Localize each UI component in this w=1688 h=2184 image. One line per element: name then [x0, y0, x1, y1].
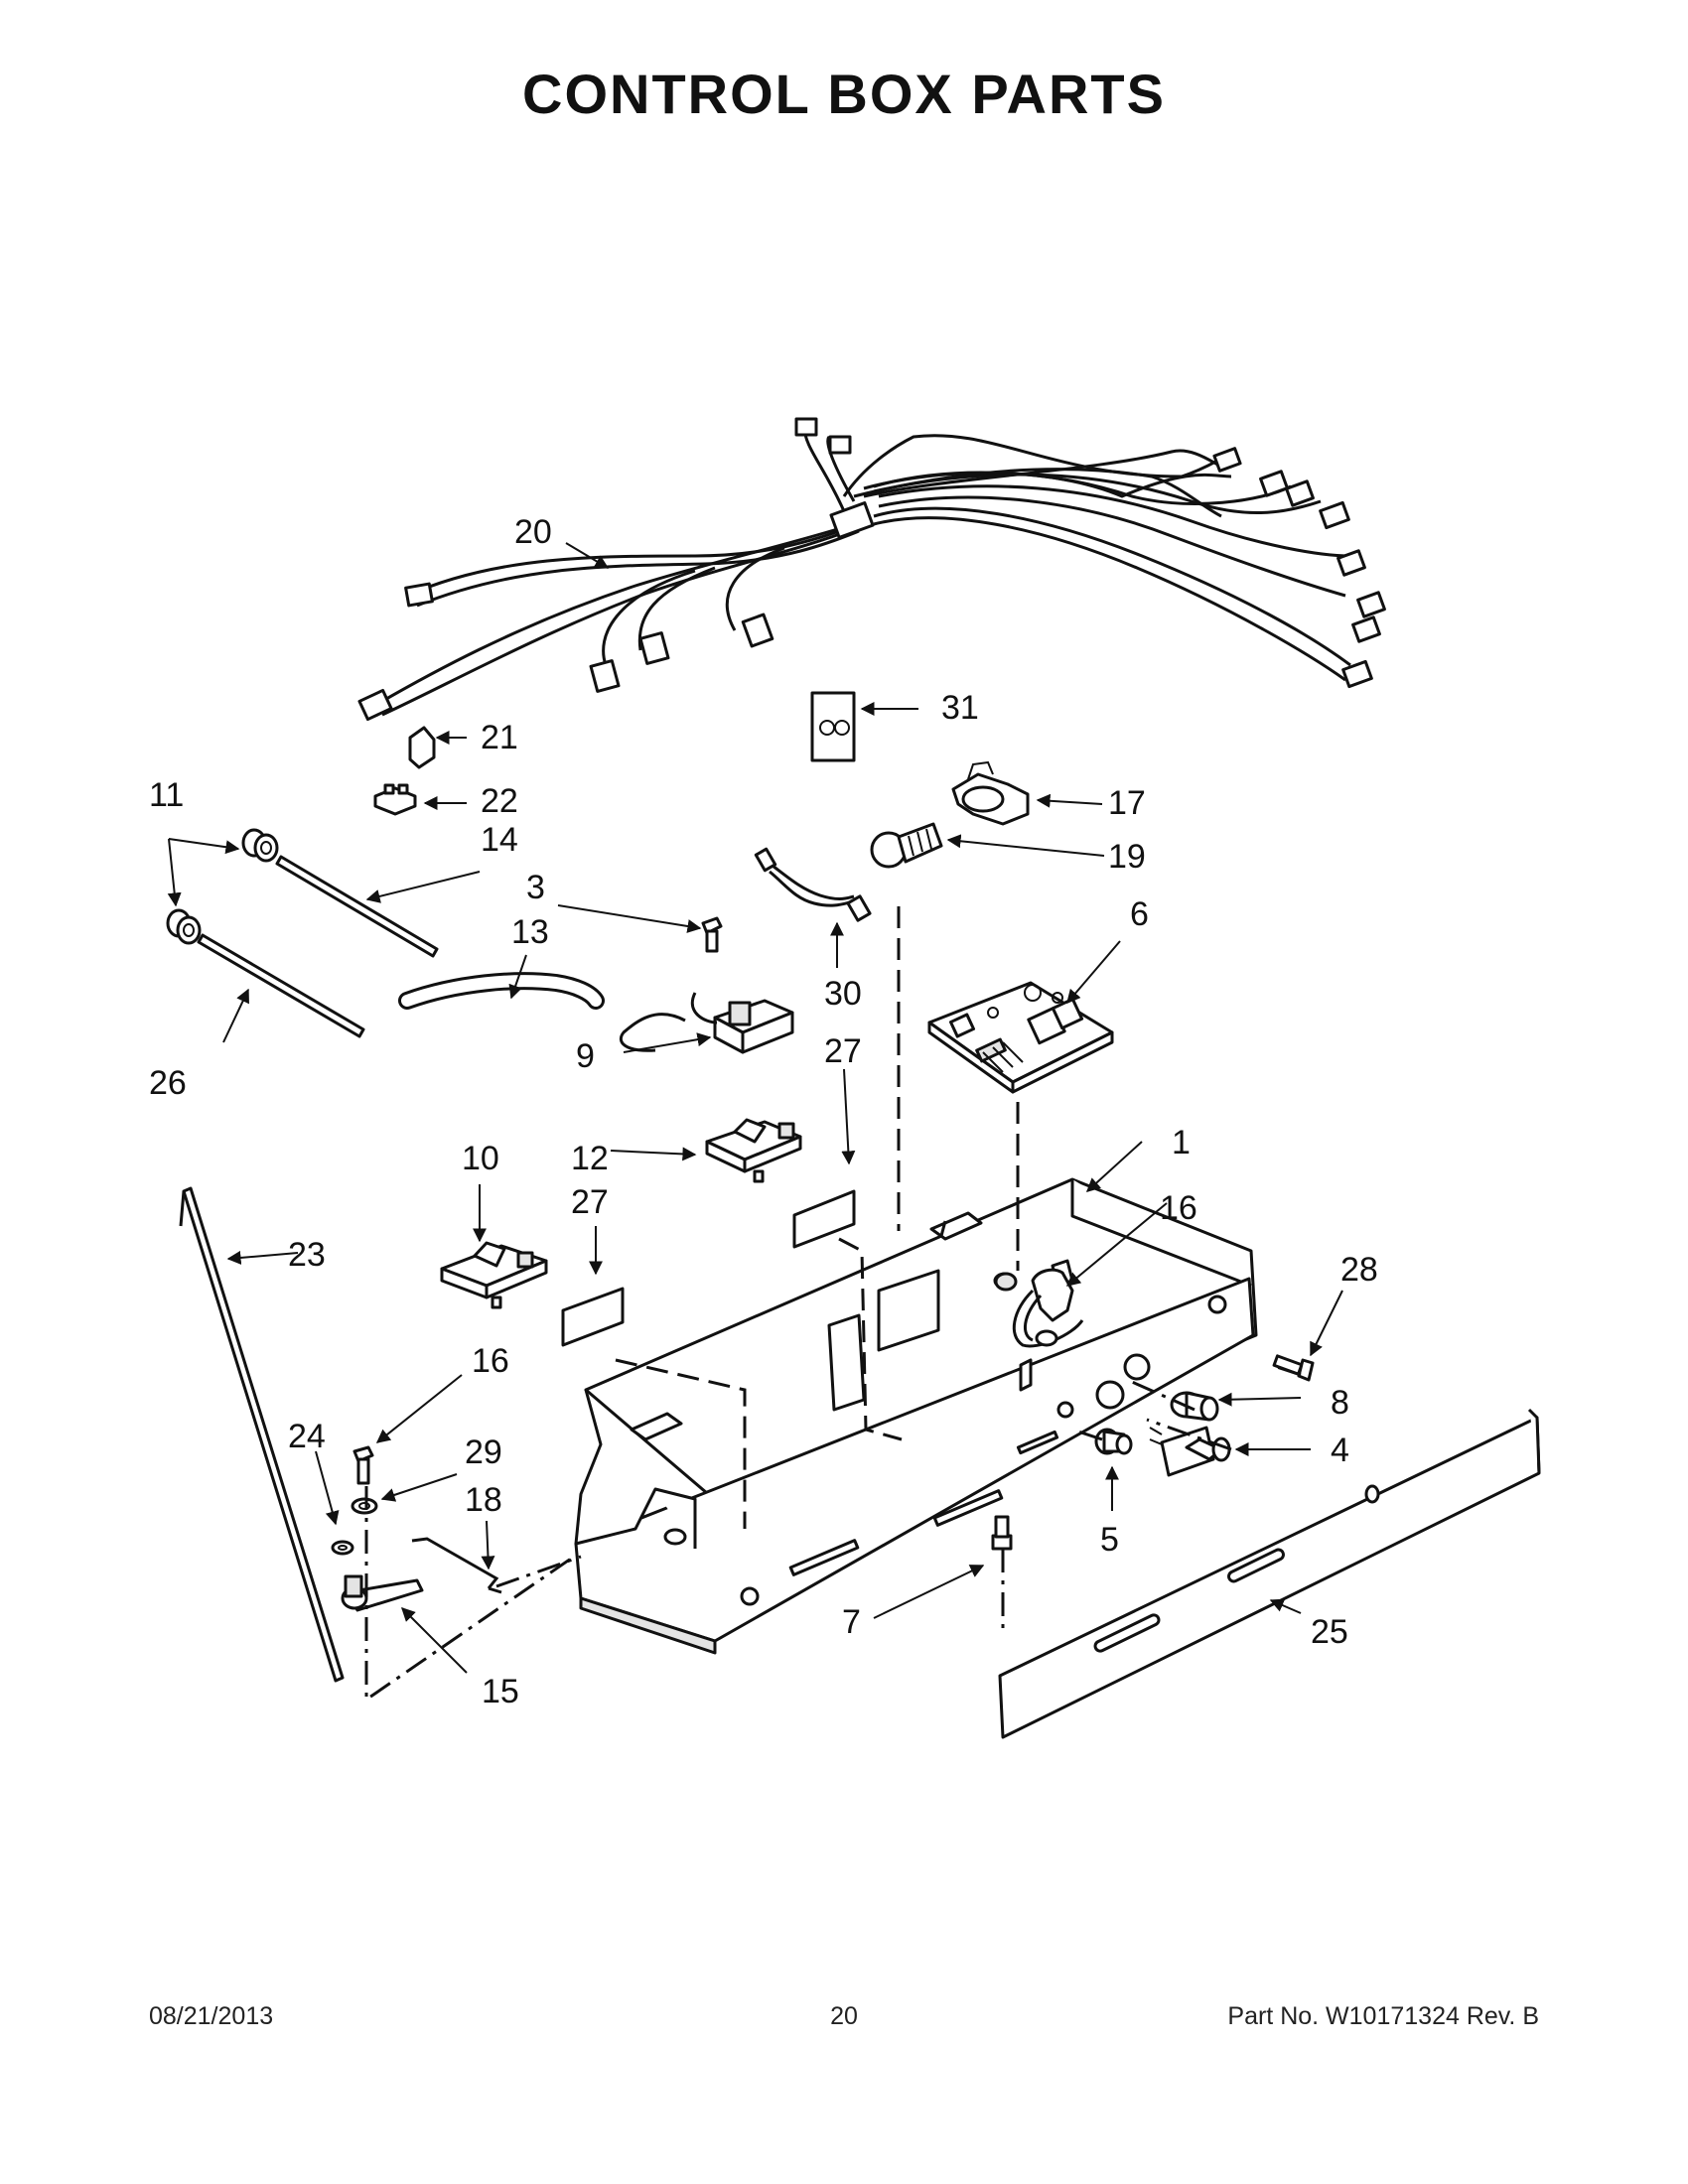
cap-part-5	[1094, 1428, 1133, 1455]
callout-25: 25	[1311, 1613, 1348, 1651]
footer-part-number: Part No. W10171324 Rev. B	[1227, 2002, 1539, 2030]
label-card-part-31	[810, 691, 856, 762]
clip-part-21	[408, 726, 436, 769]
footer-page-number: 20	[830, 2002, 858, 2030]
thermistor-part-16	[994, 1268, 1084, 1348]
callout-28: 28	[1340, 1251, 1378, 1289]
tube-part-13	[398, 972, 605, 1010]
washer-part-29	[351, 1497, 378, 1515]
clip-part-22	[373, 783, 417, 816]
callout-15: 15	[482, 1673, 519, 1710]
switch-part-9	[619, 992, 794, 1054]
callout-27-right: 27	[824, 1032, 862, 1070]
bracket-part-10	[440, 1241, 548, 1309]
leader-arrows	[167, 542, 1343, 1674]
footer-date: 08/21/2013	[149, 2002, 274, 2030]
trim-panel-part-25	[998, 1408, 1541, 1739]
bracket-part-15	[341, 1574, 424, 1612]
label-part-27-left	[561, 1287, 625, 1347]
callout-12: 12	[571, 1140, 609, 1177]
rod-part-14	[275, 855, 439, 958]
callout-16-left: 16	[472, 1342, 509, 1380]
callout-5: 5	[1100, 1521, 1119, 1559]
callout-19: 19	[1108, 838, 1146, 876]
callout-18: 18	[465, 1481, 502, 1519]
callout-6: 6	[1130, 895, 1149, 933]
nut-part-11-upper	[241, 828, 279, 863]
callout-27-left: 27	[571, 1183, 609, 1221]
control-board-part-6	[927, 981, 1114, 1094]
callout-7: 7	[842, 1603, 861, 1641]
wire-harness-part-20	[357, 417, 1386, 722]
callout-21: 21	[481, 719, 518, 756]
bracket-part-12	[705, 1118, 802, 1183]
control-box-housing-part-1	[574, 1177, 1258, 1655]
rod-part-26	[197, 933, 365, 1038]
callout-8: 8	[1331, 1384, 1349, 1422]
callout-labels: 20 31 21 22 17 19 11 14 3 13 6 30 26 27 …	[149, 513, 1378, 1710]
light-bulb-part-19	[870, 822, 943, 869]
screw-part-28	[1272, 1354, 1315, 1382]
page-title: CONTROL BOX PARTS	[522, 63, 1166, 125]
label-part-27-right	[792, 1189, 856, 1249]
callout-14: 14	[481, 821, 518, 859]
callout-11: 11	[149, 776, 184, 814]
callout-22: 22	[481, 782, 518, 820]
rod-part-23	[179, 1186, 345, 1683]
callout-31: 31	[941, 689, 979, 727]
callout-1: 1	[1172, 1124, 1191, 1161]
lamp-socket-part-17	[951, 760, 1030, 826]
callout-17: 17	[1108, 784, 1146, 822]
screw-part-16-left	[352, 1445, 374, 1485]
screw-part-7	[991, 1515, 1013, 1551]
wire-lead-part-30	[754, 847, 872, 922]
spacer-part-24	[331, 1540, 354, 1556]
callout-9: 9	[576, 1037, 595, 1075]
callout-20: 20	[514, 513, 552, 551]
callout-16-right: 16	[1160, 1189, 1197, 1227]
callout-10: 10	[462, 1140, 499, 1177]
assembly-guide-lines	[364, 906, 1302, 1703]
nut-part-11-lower	[166, 908, 202, 945]
callout-4: 4	[1331, 1432, 1349, 1469]
callout-23: 23	[288, 1236, 326, 1274]
callout-26: 26	[149, 1064, 187, 1102]
callout-13: 13	[511, 913, 549, 951]
callout-29: 29	[465, 1433, 502, 1471]
callout-3: 3	[526, 869, 545, 906]
screw-part-3	[701, 916, 723, 953]
button-plug-part-8	[1170, 1391, 1219, 1422]
callout-30: 30	[824, 975, 862, 1013]
spring-part-18	[411, 1537, 502, 1594]
callout-24: 24	[288, 1418, 326, 1455]
